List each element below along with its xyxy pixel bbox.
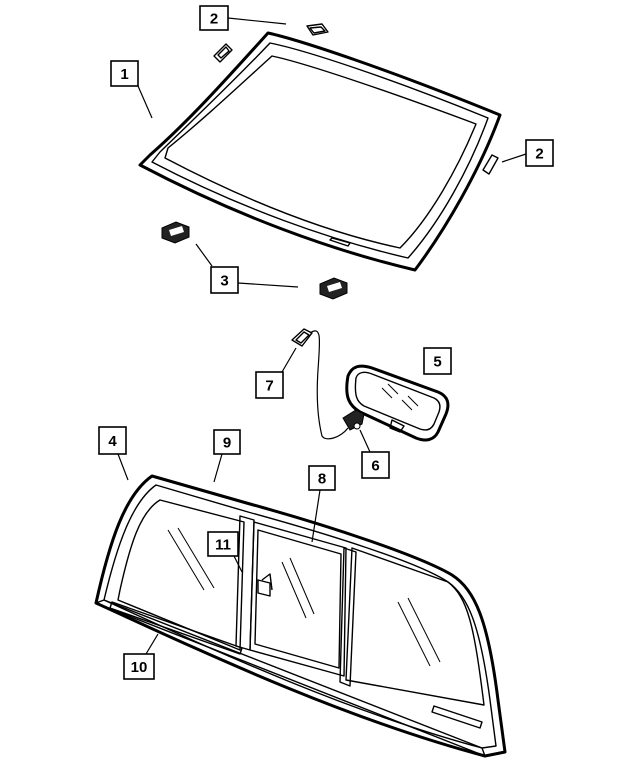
callout-10-label: 10 — [131, 659, 148, 676]
callout-10: 10 — [123, 653, 155, 680]
windshield-glass — [138, 31, 502, 272]
mirror-button-left — [161, 221, 190, 244]
mirror-mount — [342, 409, 365, 431]
callout-8: 8 — [308, 465, 336, 491]
callout-9: 9 — [213, 429, 241, 455]
callout-4-label: 4 — [108, 433, 117, 450]
callout-1: 1 — [110, 60, 139, 87]
leader-lines — [117, 17, 527, 655]
callout-2-right: 2 — [525, 139, 554, 167]
callout-8-label: 8 — [318, 471, 326, 488]
rearview-mirror — [345, 364, 450, 442]
callout-5: 5 — [423, 347, 452, 375]
windshield-clip-top — [306, 23, 329, 36]
callout-7: 7 — [255, 371, 284, 399]
callout-2-right-label: 2 — [535, 146, 543, 163]
callout-3: 3 — [210, 266, 239, 294]
callout-6: 6 — [361, 451, 390, 479]
callout-9-label: 9 — [223, 435, 231, 452]
callout-2-top-label: 2 — [210, 11, 218, 28]
rain-sensor — [291, 328, 349, 440]
callout-3-label: 3 — [220, 273, 228, 290]
rear-window-assembly — [94, 474, 507, 758]
mirror-button-right — [319, 277, 348, 300]
callout-5-label: 5 — [433, 354, 441, 371]
callout-6-label: 6 — [371, 458, 379, 475]
callout-4: 4 — [98, 426, 127, 455]
callout-2-top: 2 — [199, 5, 229, 31]
callout-7-label: 7 — [265, 378, 273, 395]
windshield-clip-left — [213, 43, 233, 63]
callout-1-label: 1 — [120, 66, 128, 83]
windshield-clip-right — [482, 154, 499, 175]
callout-11-label: 11 — [215, 537, 231, 554]
callout-11: 11 — [207, 531, 239, 557]
